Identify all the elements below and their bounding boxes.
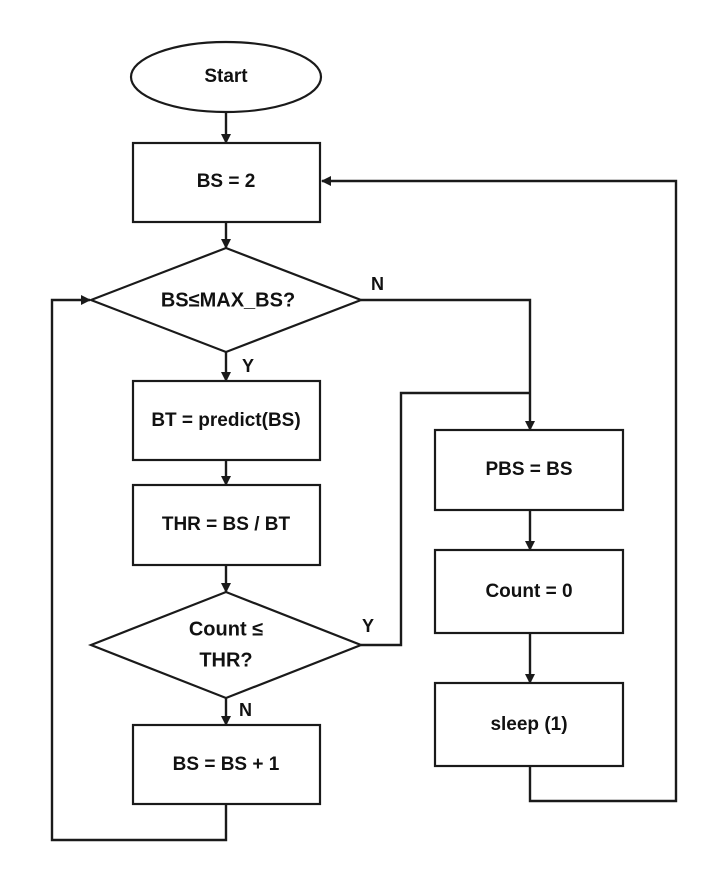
- max-bs-yes-label: Y: [242, 356, 254, 376]
- count-no-label: N: [239, 700, 252, 720]
- thr-label: THR = BS / BT: [162, 514, 291, 535]
- count-thr-decision: [91, 592, 361, 698]
- increment-label: BS = BS + 1: [173, 754, 280, 775]
- count-label-line1: Count ≤: [189, 618, 263, 640]
- start-label: Start: [204, 66, 248, 87]
- init-bs-label: BS = 2: [197, 171, 256, 192]
- sleep-label: sleep (1): [490, 714, 567, 735]
- reset-count-label: Count = 0: [485, 581, 572, 602]
- max-bs-label: BS≤MAX_BS?: [161, 289, 295, 311]
- max-bs-no-label: N: [371, 274, 384, 294]
- pbs-label: PBS = BS: [485, 459, 572, 480]
- count-label-line2: THR?: [199, 649, 252, 671]
- predict-label: BT = predict(BS): [151, 410, 300, 431]
- count-yes-label: Y: [362, 616, 374, 636]
- arrow-check-no-to-pbs: [361, 300, 530, 430]
